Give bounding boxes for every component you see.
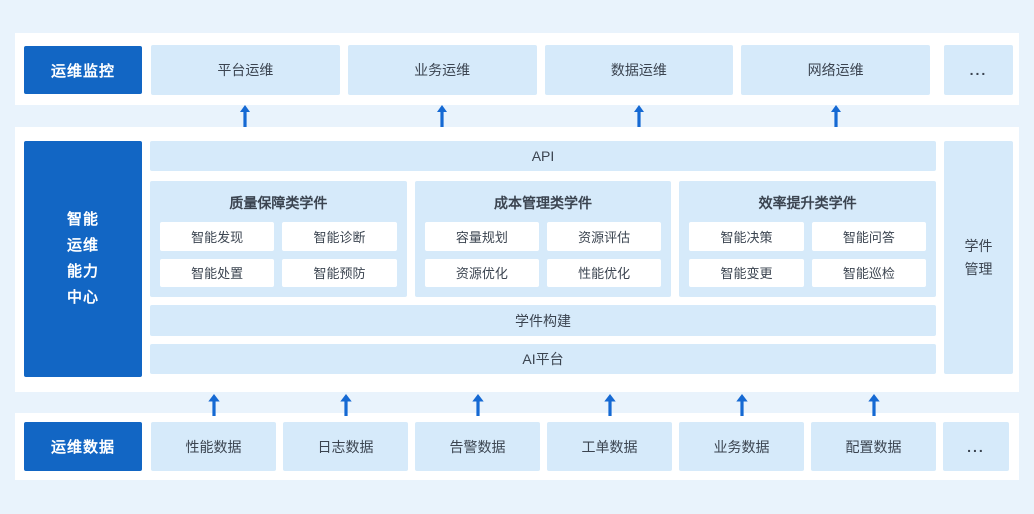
group-efficiency-improvement: 效率提升类学件 智能决策 智能问答 智能变更 智能巡检 — [679, 181, 937, 297]
group-cost-management: 成本管理类学件 容量规划 资源评估 资源优化 性能优化 — [414, 181, 672, 297]
monitoring-row: 平台运维 业务运维 数据运维 网络运维 — [151, 45, 930, 138]
learnware-management-box: 学件 管理 — [944, 141, 1013, 374]
monitoring-item-label: 平台运维 — [217, 62, 274, 78]
group-title: 质量保障类学件 — [229, 195, 328, 211]
monitoring-item-label: 数据运维 — [610, 62, 667, 78]
capability-center-label: 智能 运维 能力 中心 — [24, 141, 142, 377]
monitoring-item-platform-ops: 平台运维 — [151, 45, 340, 138]
capability-chip: 容量规划 — [424, 222, 539, 251]
monitoring-item-data-ops: 数据运维 — [544, 45, 734, 138]
up-arrow-icon — [603, 394, 616, 416]
data-item-log: 日志数据 — [283, 394, 408, 471]
capability-chip: 性能优化 — [547, 258, 662, 287]
monitoring-item-label: 网络运维 — [807, 62, 864, 78]
monitoring-label: 运维监控 — [24, 46, 142, 94]
group-title: 效率提升类学件 — [758, 195, 857, 211]
data-more-ellipsis: ... — [943, 422, 1009, 471]
data-item-label: 工单数据 — [581, 438, 638, 455]
capability-chip: 智能问答 — [811, 222, 927, 251]
capability-chip: 智能发现 — [160, 222, 275, 251]
group-quality-assurance: 质量保障类学件 智能发现 智能诊断 智能处置 智能预防 — [150, 181, 407, 297]
data-item-alert: 告警数据 — [415, 394, 540, 471]
monitoring-item-label: 业务运维 — [414, 62, 471, 78]
group-grid: 智能决策 智能问答 智能变更 智能巡检 — [689, 222, 927, 287]
up-arrow-icon — [207, 394, 220, 416]
group-grid: 容量规划 资源评估 资源优化 性能优化 — [424, 222, 662, 287]
data-panel: 运维数据 性能数据 日志数据 告警数据 工单数据 — [15, 394, 1019, 480]
data-item-label: 告警数据 — [449, 438, 506, 455]
up-arrow-icon — [735, 394, 748, 416]
monitoring-item-network-ops: 网络运维 — [741, 45, 930, 138]
monitoring-panel: 运维监控 平台运维 业务运维 数据运维 网络运维 — [15, 33, 1019, 138]
up-arrow-icon — [471, 394, 484, 416]
capability-chip: 智能预防 — [282, 258, 397, 287]
ai-platform-bar: AI平台 — [150, 344, 936, 374]
capability-chip: 智能处置 — [160, 258, 275, 287]
group-title: 成本管理类学件 — [494, 195, 592, 211]
data-item-label: 性能数据 — [185, 438, 242, 455]
up-arrow-icon — [867, 394, 880, 416]
up-arrow-icon — [339, 394, 352, 416]
capability-chip: 智能变更 — [689, 258, 804, 287]
capability-groups: 质量保障类学件 智能发现 智能诊断 智能处置 智能预防 成本管理类学件 容量规划… — [150, 181, 937, 297]
data-item-label: 日志数据 — [317, 438, 374, 455]
data-item-performance: 性能数据 — [151, 394, 276, 471]
capability-chip: 资源优化 — [424, 258, 539, 287]
capability-chip: 智能诊断 — [282, 222, 397, 251]
learnware-build-bar: 学件构建 — [150, 305, 936, 336]
data-row: 性能数据 日志数据 告警数据 工单数据 — [151, 394, 936, 471]
data-label: 运维数据 — [24, 422, 142, 471]
data-item-ticket: 工单数据 — [547, 394, 672, 471]
api-bar: API — [150, 141, 936, 171]
group-grid: 智能发现 智能诊断 智能处置 智能预防 — [160, 222, 397, 287]
capability-chip: 智能巡检 — [811, 258, 927, 287]
data-item-config: 配置数据 — [811, 394, 936, 471]
data-item-business: 业务数据 — [679, 394, 804, 471]
monitoring-more-ellipsis: ... — [944, 45, 1013, 95]
data-item-label: 业务数据 — [713, 438, 770, 455]
data-item-label: 配置数据 — [845, 438, 902, 455]
monitoring-item-business-ops: 业务运维 — [347, 45, 537, 138]
capability-center-panel: 智能 运维 能力 中心 API 质量保障类学件 智能发现 智能诊断 智能处置 智… — [15, 127, 1019, 392]
capability-chip: 资源评估 — [547, 222, 662, 251]
capability-chip: 智能决策 — [689, 222, 804, 251]
